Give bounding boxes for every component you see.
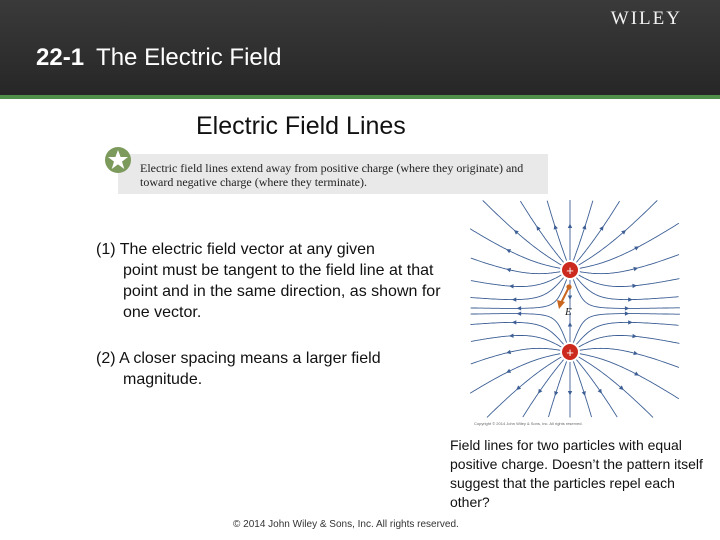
point-1: (1) The electric field vector at any giv… (96, 239, 456, 323)
field-line-arrowhead (506, 249, 512, 254)
note-box (118, 154, 548, 194)
note-text: Electric field lines extend away from po… (140, 161, 524, 189)
field-line (470, 279, 568, 309)
figure-caption: Field lines for two particles with equal… (450, 437, 703, 510)
field-line-arrowhead (506, 368, 512, 373)
field-line (576, 359, 618, 418)
field-line-arrowhead (628, 297, 633, 302)
field-line-arrowhead (634, 371, 640, 376)
field-vector: E (557, 284, 572, 318)
figure-copyright: Copyright © 2014 John Wiley & Sons, Inc.… (474, 421, 583, 426)
star-icon (105, 147, 131, 173)
field-line (579, 222, 680, 269)
field-line-arrowhead (624, 306, 630, 311)
header-bar (0, 0, 720, 98)
field-line-arrowhead (511, 320, 517, 325)
field-line (470, 257, 561, 275)
field-line-arrowhead (633, 350, 639, 356)
header-accent-line (0, 95, 720, 99)
section-title-text: The Electric Field (96, 44, 282, 71)
field-line-arrowhead (567, 223, 573, 228)
field-line (482, 200, 562, 266)
field-lines-figure: + + E Copyright © 2014 John Wiley & Sons… (470, 200, 680, 428)
field-line-arrowhead (628, 320, 633, 325)
field-line (572, 279, 680, 309)
field-line (578, 335, 680, 348)
field-line-arrowhead (554, 391, 559, 396)
slide-title: Electric Field Lines (196, 112, 406, 140)
field-line-arrowhead (536, 225, 541, 231)
field-line (572, 313, 680, 343)
field-line (520, 200, 564, 263)
field-line (576, 200, 620, 263)
field-line-arrowhead (634, 246, 640, 251)
bottom-charge: + (562, 344, 578, 360)
field-line (470, 321, 564, 345)
field-line-arrowhead (553, 224, 558, 230)
field-line (572, 361, 593, 418)
field-line-arrowhead (621, 230, 626, 235)
field-line (578, 356, 654, 418)
field-line (470, 347, 561, 365)
field-line (470, 313, 568, 343)
field-line (546, 200, 568, 261)
field-line-arrowhead (506, 349, 512, 355)
field-line (576, 321, 679, 345)
field-line-arrowhead (511, 297, 517, 302)
section-number: 22-1 (36, 44, 85, 71)
field-line-arrowhead (514, 230, 519, 235)
field-line (522, 359, 564, 418)
field-line-arrowhead (516, 311, 522, 316)
field-line (579, 254, 680, 275)
field-line-arrowhead (624, 311, 630, 316)
field-line-arrowhead (509, 284, 514, 289)
field-line-arrowhead (509, 333, 514, 338)
field-line (470, 335, 562, 348)
field-line (470, 228, 561, 269)
field-line-arrowhead (516, 306, 522, 311)
point-2-first-line: (2) A closer spacing means a larger fiel… (96, 350, 381, 367)
field-line-arrowhead (567, 391, 573, 396)
field-line-arrowhead (567, 322, 573, 327)
field-line-arrowhead (632, 283, 637, 289)
footer-copyright: © 2014 John Wiley & Sons, Inc. All right… (233, 519, 459, 530)
field-line (470, 353, 561, 394)
field-line-arrowhead (633, 266, 639, 272)
point-2: (2) A closer spacing means a larger fiel… (96, 348, 456, 390)
field-line (578, 200, 658, 266)
field-lines-group (470, 200, 680, 418)
field-line (470, 277, 564, 301)
section-title: 22-1 The Electric Field (36, 44, 281, 72)
field-line-arrowhead (506, 267, 512, 273)
field-line (579, 347, 680, 368)
point-2-continuation: magnitude. (123, 371, 203, 388)
field-line-arrowhead (567, 295, 573, 300)
field-line-arrowhead (618, 385, 624, 391)
brand-logo: WILEY (610, 8, 682, 29)
field-line-arrowhead (516, 385, 522, 391)
field-line-arrowhead (599, 225, 604, 231)
field-line (470, 274, 562, 287)
vector-label: E (564, 306, 572, 318)
field-line (572, 200, 594, 261)
field-line (578, 274, 680, 287)
field-line-arrowhead (632, 333, 637, 339)
point-1-continuation: point must be tangent to the field line … (123, 262, 441, 321)
field-line (486, 356, 562, 418)
field-line (576, 277, 679, 301)
field-line (579, 353, 680, 400)
field-line-arrowhead (597, 388, 602, 394)
top-charge: + (562, 262, 578, 278)
field-line (547, 361, 568, 418)
top-charge-sign: + (566, 263, 574, 278)
point-1-first-line: (1) The electric field vector at any giv… (96, 241, 375, 258)
field-line-arrowhead (581, 391, 586, 396)
field-line-arrowhead (538, 388, 543, 394)
field-line-arrowhead (582, 224, 587, 230)
bottom-charge-sign: + (566, 345, 574, 360)
